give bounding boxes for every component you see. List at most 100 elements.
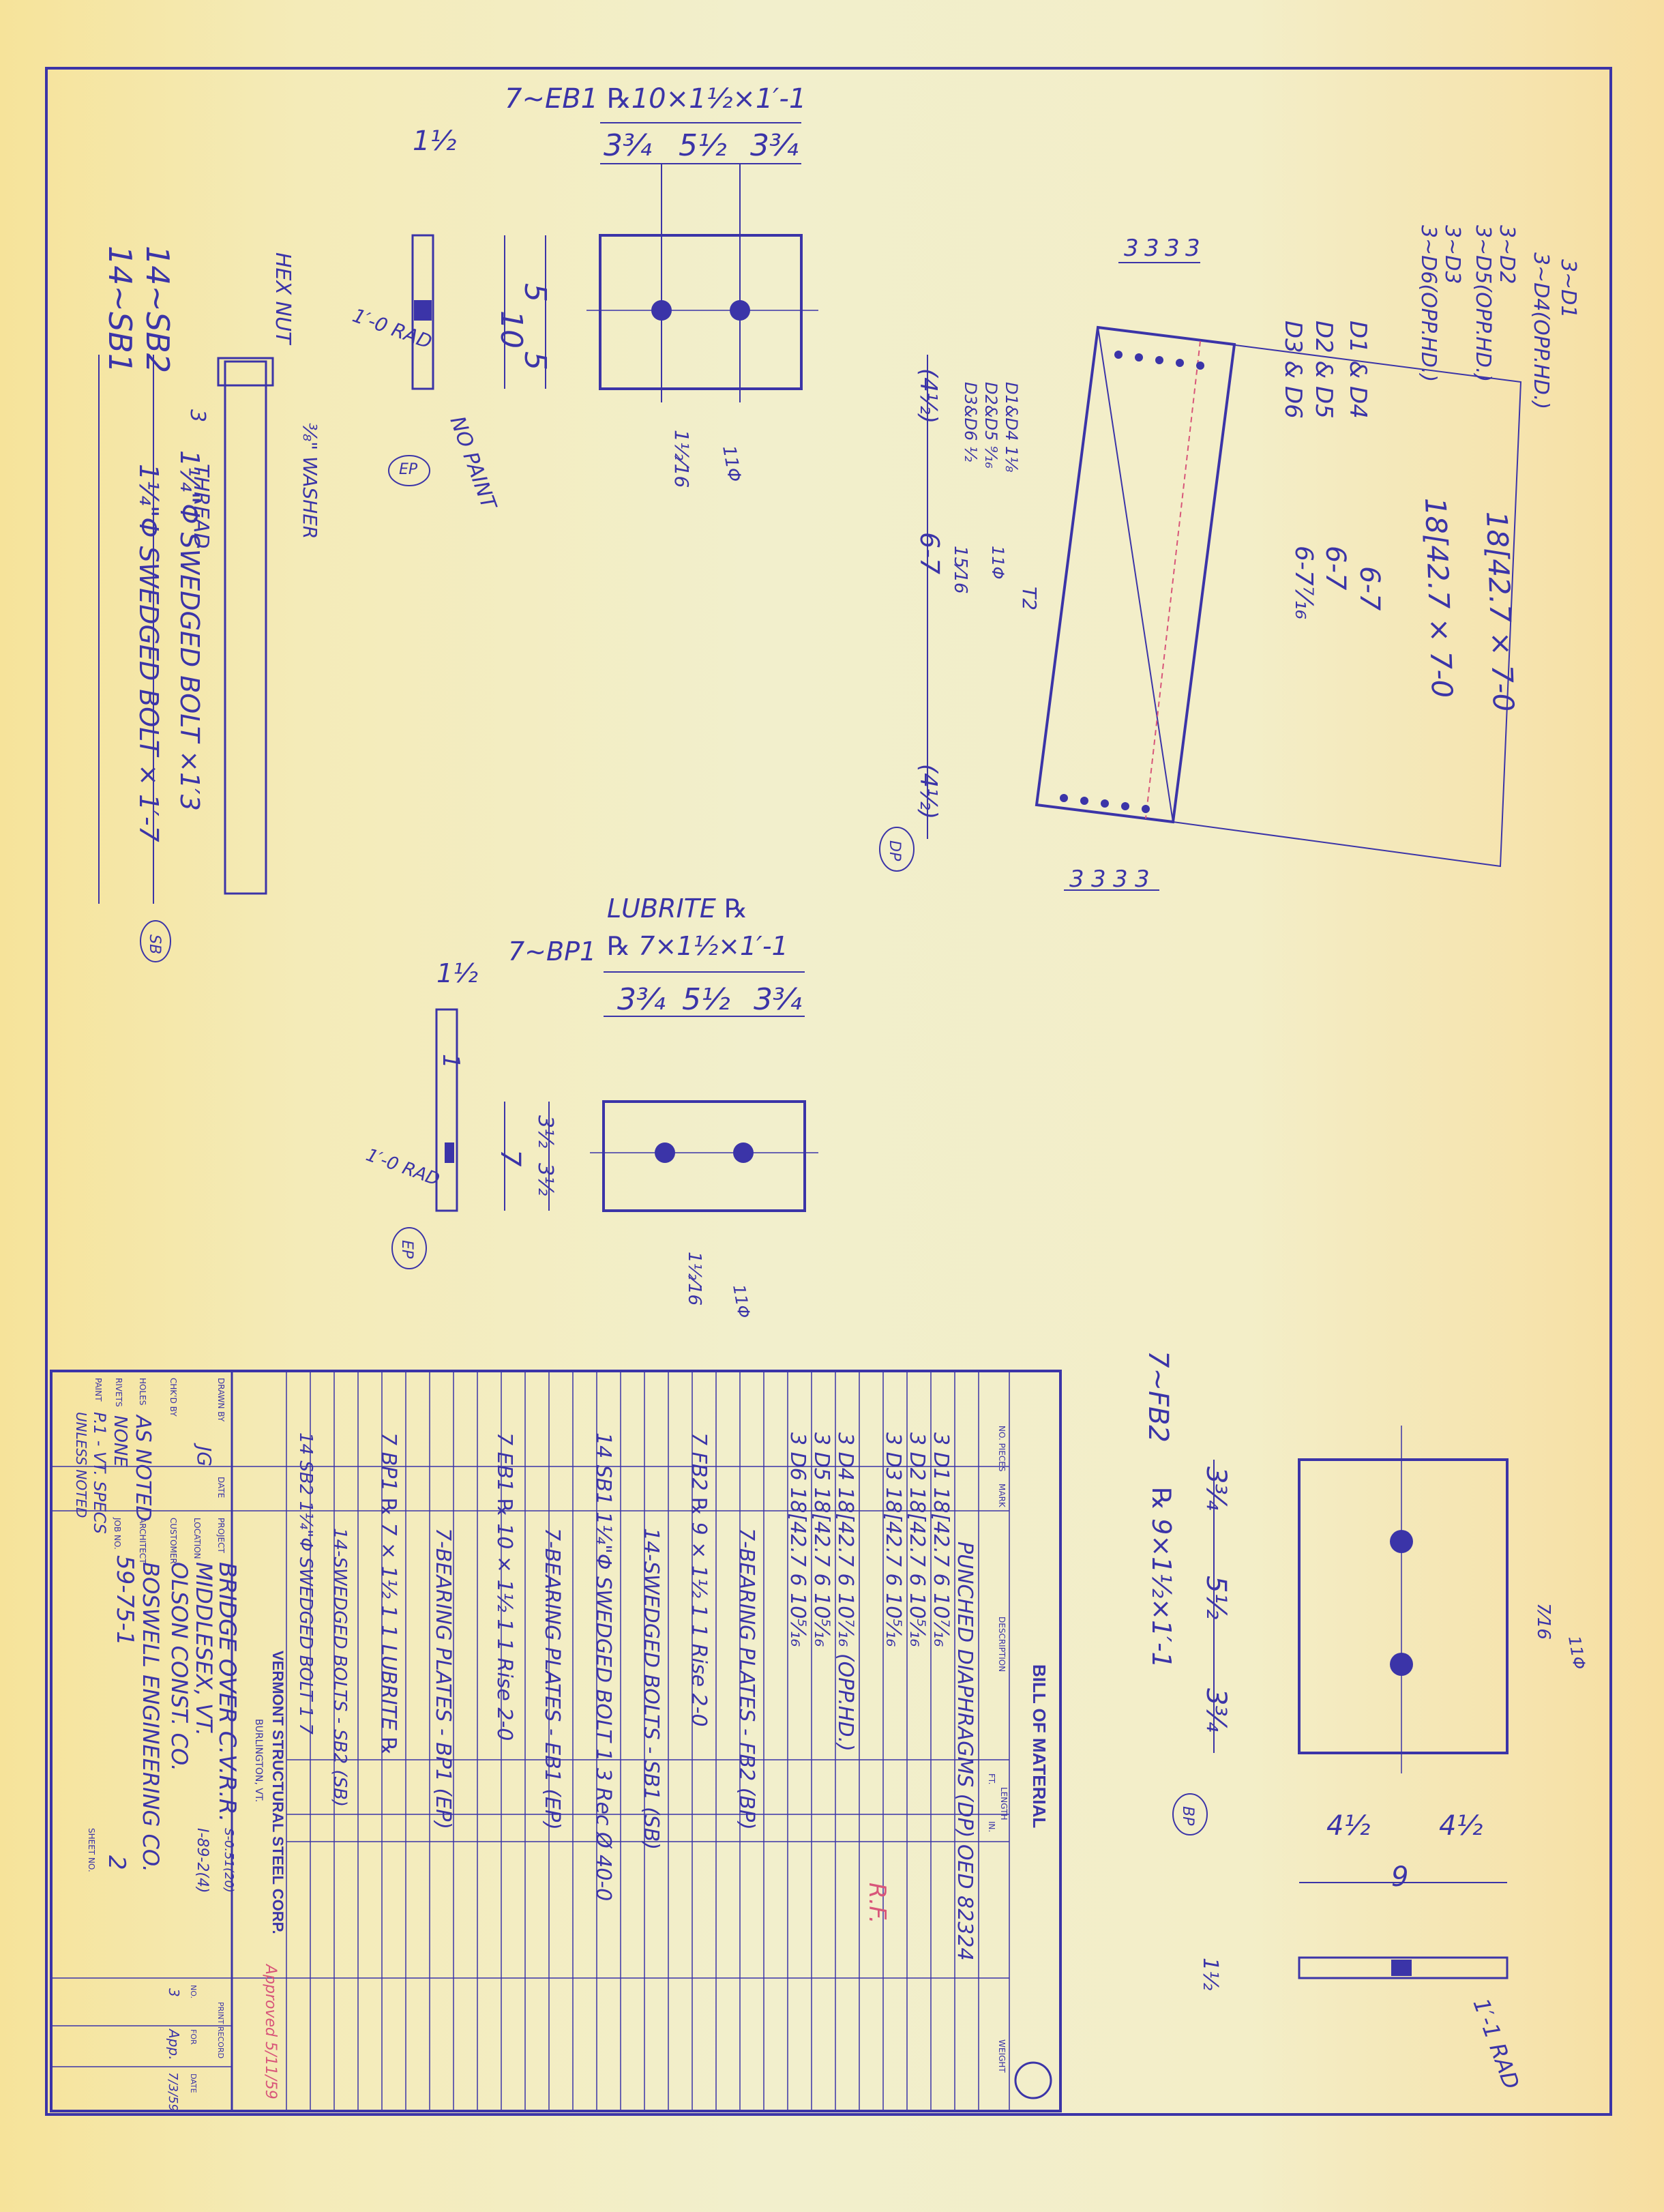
ep-dim-3: 3¾ — [750, 128, 799, 163]
bp-plate: ℞ 7×1½×1′-1 — [607, 931, 788, 961]
bom-header-mark: MARK — [997, 1484, 1007, 1508]
dp-mark-5: 3~D5(OPP.HD.) — [1471, 225, 1495, 382]
bom-header-weight: WEIGHT — [997, 2039, 1007, 2073]
dp-hole-top-4: 3 — [1185, 235, 1200, 262]
label-sheet-no: SHEET NO. — [87, 1828, 96, 1872]
value-location-note: I-89-2(4) — [194, 1828, 211, 1893]
value-holes: AS NOTED — [131, 1414, 155, 1522]
ep-plate — [599, 234, 803, 390]
fb-plate: ℞ 9×1½×1′-1 — [1146, 1487, 1176, 1668]
dp-end-1: (4½) — [915, 368, 942, 424]
ep-edge-view — [411, 234, 434, 390]
value-customer: OLSON CONST. CO. — [166, 1562, 192, 1771]
fb-tag: BP — [1179, 1806, 1196, 1826]
label-rivets: RIVETS — [114, 1378, 123, 1407]
bp-one: 1 — [437, 1054, 464, 1069]
dp-mark-4: 3~D4(OPP.HD.) — [1529, 252, 1553, 409]
fb-hole-1 — [1390, 1530, 1413, 1553]
dp-offset-1: D1&D4 1⅛ — [1002, 382, 1021, 472]
dp-length-3: 6-7 — [1354, 566, 1385, 611]
fb-half-2: 4½ — [1439, 1810, 1483, 1842]
dp-end-3: (4½) — [915, 764, 942, 819]
dp-hole-top-1: 3 — [1124, 235, 1139, 262]
dp-hole-bot-2: 3 — [1091, 866, 1106, 893]
label-architect: ARCHITECT — [138, 1518, 147, 1564]
dp-hole-top-2: 3 — [1144, 235, 1159, 262]
bill-of-material: BILL OF MATERIAL NO. PIECES MARK DESCRIP… — [50, 1370, 1062, 2112]
bom-row: 14 SB2 1¼"Φ SWEDGED BOLT 1 7 — [295, 1432, 316, 1735]
dp-pair-3: D3 & D6 — [1279, 321, 1307, 419]
sb-bolt-2: 1¼"Φ SWEDGED BOLT × 1′-7 — [134, 464, 164, 842]
dp-pair-2: D2 & D5 — [1310, 321, 1337, 419]
dp-end-2: 6-7 — [915, 532, 945, 574]
bom-row: 3 D4 18[42.7 6 10⁷⁄₁₆ (OPP.HD.) — [833, 1432, 857, 1752]
sb-washer: ⅜" WASHER — [299, 423, 321, 539]
sb-detail: 14~SB1 14~SB2 HEX NUT ⅜" WASHER 3 THREAD… — [98, 246, 321, 962]
value-job-no: 59-75-1 — [111, 1555, 138, 1646]
fb-dim-3: 3¾ — [1200, 1688, 1232, 1732]
label-no: NO. — [189, 1985, 198, 1999]
bp-hole-1 — [655, 1142, 675, 1163]
dp-length-5: 6-7⁷⁄₁₆ — [1290, 546, 1318, 619]
ep-weld-sym: 11Φ — [718, 444, 745, 484]
dp-pair-1: D1 & D4 — [1344, 321, 1371, 419]
fb-plate-rect — [1298, 1458, 1509, 1754]
bp-lubrite: LUBRITE ℞ — [607, 894, 747, 924]
ep-detail: 7~EB1 ℞10×1½×1′-1 3¾ 5½ 3¾ 5 5 10 1½ 1′-… — [350, 83, 818, 514]
bp-thk: 1½ — [436, 958, 478, 988]
sb-mark-1: 14~SB1 — [102, 246, 138, 373]
fb-dim-2: 5½ — [1200, 1576, 1232, 1619]
label-date: DATE — [216, 1477, 226, 1498]
fb-rad: 1′-1 RAD — [1468, 1995, 1524, 2093]
dp-hole-top-3: 3 — [1165, 235, 1180, 262]
bom-row: 3 D2 18[42.7 6 10⁵⁄₁₆ — [905, 1432, 929, 1647]
label-print-record: PRINT RECORD — [216, 2002, 225, 2059]
bp-rad: 1′-0 RAD — [363, 1145, 443, 1190]
ep-dim-2: 5½ — [679, 128, 727, 163]
bom-rows: PUNCHED DIAPHRAGMS (DP) OED 82324 3 D1 1… — [295, 1432, 977, 1961]
company-city: BURLINGTON, VT. — [253, 1719, 264, 1802]
ep-side-1: 5 — [518, 283, 552, 302]
ep-hole-2 — [730, 300, 750, 321]
bom-header-ft: FT. — [987, 1773, 996, 1784]
value-sheet-no: 2 — [103, 1855, 130, 1870]
label-drawn-by: DRAWN BY — [216, 1378, 226, 1422]
bom-row: 3 D1 18[42.7 6 10⁷⁄₁₆ — [929, 1432, 953, 1647]
bom-row: 7 FB2 ℞ 9 × 1½ 1 1 Rise 2-0 — [687, 1432, 711, 1727]
fb-width: 9 — [1391, 1861, 1408, 1893]
bp-height: 7 — [494, 1149, 526, 1167]
bp-hole-2 — [733, 1142, 754, 1163]
value-architect: BOSWELL ENGINEERING CO. — [138, 1562, 164, 1872]
label-holes: HOLES — [138, 1378, 147, 1405]
label-paint: PAINT — [93, 1378, 103, 1402]
fb-dim-1: 3¾ — [1200, 1466, 1232, 1510]
dp-mark-3: 3~D3 — [1440, 225, 1464, 284]
dp-length-4: 6-7 — [1320, 546, 1351, 591]
company-name: VERMONT STRUCTURAL STEEL CORP. — [269, 1651, 286, 1934]
bp-edge-view — [435, 1008, 458, 1212]
bom-title: BILL OF MATERIAL — [1029, 1664, 1050, 1828]
bom-row: 14 SB1 1¼"Φ SWEDGED BOLT 1 3 Rec Ø 40-0 — [591, 1432, 615, 1901]
dp-weld-sym: 11Φ — [988, 546, 1007, 579]
fb-edge-view — [1298, 1956, 1509, 1979]
dp-weld: 15⁄16 — [950, 546, 970, 594]
value-location: MIDDLESEX, VT. — [191, 1562, 217, 1736]
value-print-for: App. — [166, 2028, 182, 2060]
bom-row: 14-SWEDGED BOLTS - SB1 (SB) — [639, 1528, 663, 1850]
dp-t2: T2 — [1018, 587, 1041, 610]
label-job-no: JOB NO. — [113, 1517, 122, 1550]
ep-hole-1 — [651, 300, 672, 321]
value-print-date: 7/3/59 — [166, 2072, 180, 2112]
bom-row: 7-BEARING PLATES - FB2 (BP) — [734, 1528, 758, 1830]
bp-dim-1: 3¾ — [617, 982, 666, 1017]
ep-tag: EP — [399, 461, 418, 478]
fb-detail: 7~FB2 ℞ 9×1½×1′-1 3¾ 5½ 3¾ 4½ 4½ 9 1½ 1′… — [1142, 1351, 1589, 2093]
bom-row: 7 BP1 ℞ 7 × 1½ 1 1 LUBRITE ℞ — [376, 1432, 400, 1755]
label-location: LOCATION — [192, 1518, 202, 1559]
label-customer: CUSTOMER — [168, 1518, 178, 1564]
bom-row: 3 D5 18[42.7 6 10⁵⁄₁₆ — [809, 1432, 833, 1647]
fb-weld: 7⁄16 — [1533, 1603, 1554, 1640]
label-chkd-by: CHK'D BY — [168, 1378, 178, 1417]
